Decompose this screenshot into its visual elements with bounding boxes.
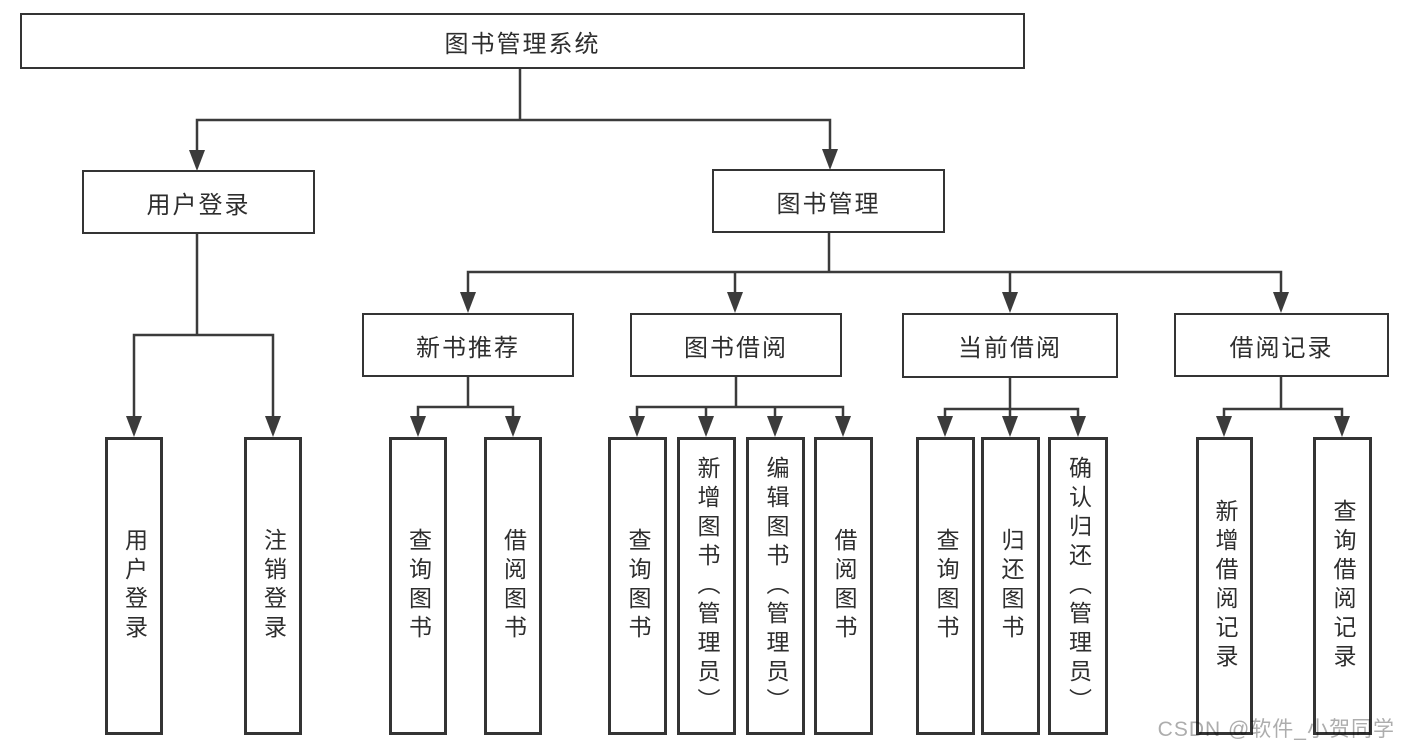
leaf-add-books-admin: 新增图书（管理员） <box>677 437 736 735</box>
leaf-query-borrow-record: 查询借阅记录 <box>1313 437 1372 735</box>
node-user-login: 用户登录 <box>82 170 315 234</box>
leaf-query-books-borrowing: 查询图书 <box>608 437 667 735</box>
leaf-query-books-recommend: 查询图书 <box>389 437 447 735</box>
leaf-user-login: 用户登录 <box>105 437 163 735</box>
leaf-borrow-books-borrowing: 借阅图书 <box>814 437 873 735</box>
leaf-edit-books-admin: 编辑图书（管理员） <box>746 437 805 735</box>
connector-paths <box>132 67 1344 422</box>
leaf-add-borrow-record: 新增借阅记录 <box>1196 437 1253 735</box>
node-new-book-recommendation: 新书推荐 <box>362 313 574 377</box>
node-current-borrowing: 当前借阅 <box>902 313 1118 378</box>
leaf-query-books-current: 查询图书 <box>916 437 975 735</box>
node-borrowing-records: 借阅记录 <box>1174 313 1389 377</box>
node-book-management: 图书管理 <box>712 169 945 233</box>
leaf-borrow-books-recommend: 借阅图书 <box>484 437 542 735</box>
arrowheads <box>126 149 1350 437</box>
node-book-borrowing: 图书借阅 <box>630 313 842 377</box>
leaf-confirm-return-admin: 确认归还（管理员） <box>1048 437 1108 735</box>
leaf-logout: 注销登录 <box>244 437 302 735</box>
node-library-management-system: 图书管理系统 <box>20 13 1025 69</box>
leaf-return-books: 归还图书 <box>981 437 1040 735</box>
